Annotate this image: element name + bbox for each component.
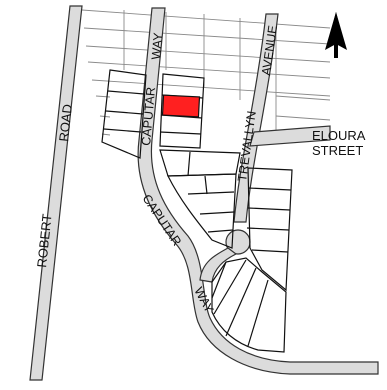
label-avenue: AVENUE [259,24,280,76]
label-street: STREET [312,143,363,158]
label-road: ROAD [56,103,75,142]
lots-west-block [101,69,147,159]
lots-curve-block [167,173,237,249]
cul-de-sac-loop [199,247,238,283]
background-lot-lines [81,9,331,136]
trevallyn-avenue [233,13,279,223]
eloura-street [249,125,331,147]
label-eloura: ELOURA [312,128,366,143]
lots-east-block [246,167,293,292]
lots-culdesac-block [211,257,287,353]
label-caputar-upper: CAPUTAR [139,86,158,146]
north-arrow-icon [325,12,347,58]
label-way-upper: WAY [149,31,165,60]
highlighted-lot [161,94,201,118]
label-robert: ROBERT [34,213,55,268]
caputar-way [137,7,379,375]
robert-road [29,5,83,381]
